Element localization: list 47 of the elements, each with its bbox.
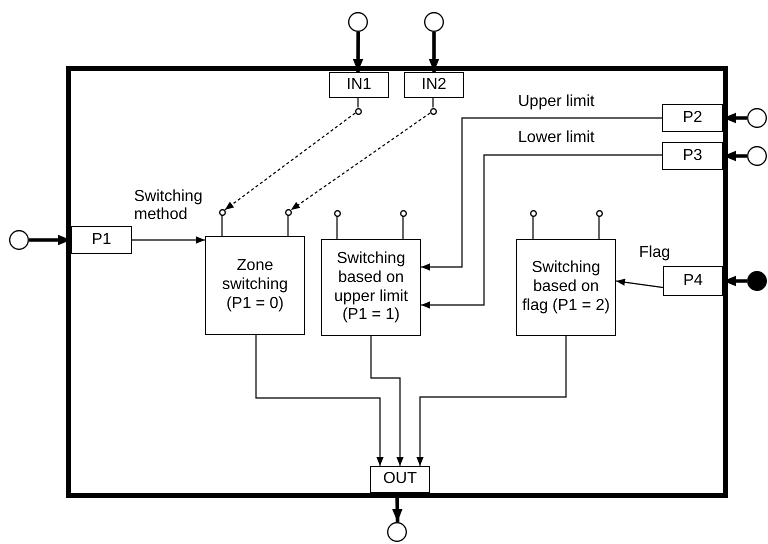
arrow — [421, 154, 662, 309]
process-box: Switching based on upper limit (P1 = 1) — [321, 239, 421, 336]
dotted-arrow — [290, 112, 430, 210]
connector-line — [336, 216, 338, 239]
arrow — [255, 335, 384, 466]
port-pin — [354, 108, 362, 114]
edge-label: Flag — [639, 244, 670, 262]
connector-line — [357, 98, 359, 108]
terminal-circle — [747, 146, 767, 166]
arrow — [421, 117, 662, 271]
port-label-box: P1 — [71, 226, 132, 254]
arrow — [352, 32, 364, 72]
port-pin — [284, 208, 292, 216]
port-pin — [218, 208, 226, 216]
connector-line — [598, 216, 600, 239]
port-pin — [430, 108, 436, 114]
arrow — [428, 32, 440, 72]
arrow — [416, 336, 567, 466]
process-box: Switching based on flag (P1 = 2) — [516, 239, 616, 336]
connector-line — [432, 98, 434, 108]
connector-line — [402, 216, 404, 239]
process-box: Zone switching (P1 = 0) — [205, 236, 305, 335]
arrow — [370, 336, 404, 466]
module-frame — [66, 66, 728, 498]
terminal-circle — [424, 12, 444, 32]
port-label-box: IN1 — [329, 72, 389, 98]
edge-label: Upper limit — [518, 93, 594, 112]
terminal-circle — [747, 108, 767, 128]
port-label-box: OUT — [370, 466, 430, 493]
port-label-box: IN2 — [404, 72, 464, 98]
port-pin — [334, 210, 340, 216]
terminal-circle — [387, 522, 407, 542]
connector-line — [287, 216, 289, 236]
arrow — [132, 236, 205, 244]
terminal-circle — [348, 12, 368, 32]
connector-line — [532, 216, 534, 239]
arrow — [616, 278, 664, 288]
connector-line — [221, 216, 223, 236]
port-pin — [596, 210, 602, 216]
solid-terminal-dot — [747, 271, 767, 291]
port-label-box: P3 — [662, 142, 723, 170]
terminal-circle — [9, 230, 29, 250]
port-pin — [530, 210, 536, 216]
dotted-arrow — [224, 112, 356, 210]
port-label-box: P4 — [663, 266, 723, 296]
port-label-box: P2 — [662, 104, 723, 132]
port-pin — [400, 210, 406, 216]
